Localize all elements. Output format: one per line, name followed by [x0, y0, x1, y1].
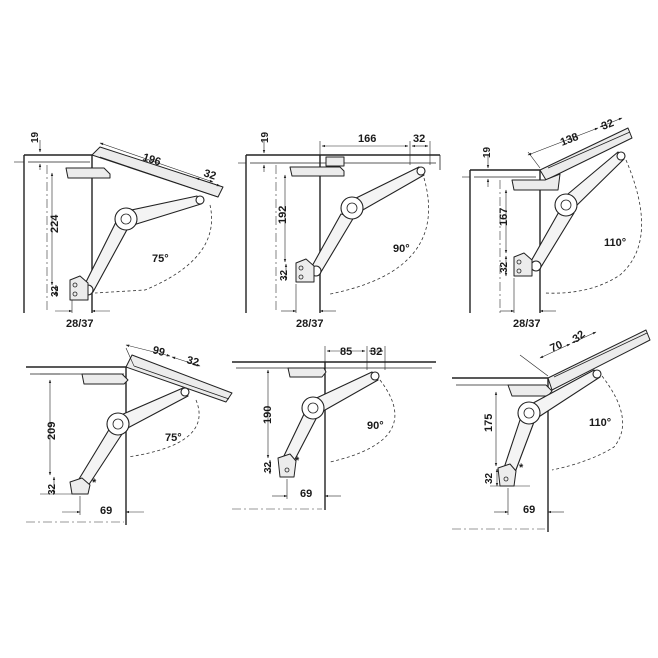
arm-offset-label: 32: [413, 133, 425, 145]
height-label: 224: [49, 214, 61, 233]
lid-stay-mechanism: [310, 166, 426, 277]
height-label: 175: [483, 414, 495, 432]
gap-label: 19: [30, 131, 41, 143]
arm-offset-label: 32: [600, 117, 616, 133]
width-label: 69: [300, 488, 312, 500]
width-label: 28/37: [513, 318, 541, 330]
bracket-label: 32: [484, 472, 495, 484]
cabinet-bracket: [69, 275, 89, 301]
note-asterisk: *: [92, 477, 97, 489]
bracket-label: 32: [50, 285, 61, 297]
cabinet-outline: [469, 169, 541, 313]
horizontal-label: 85: [340, 346, 352, 358]
angle-label: 75°: [152, 253, 169, 265]
cabinet-outline: [23, 154, 93, 313]
width-label: 69: [100, 505, 112, 517]
dimension-lines: [40, 344, 201, 515]
dimension-lines: [490, 331, 597, 515]
cabinet-outline: [232, 361, 436, 510]
cabinet-bracket: [295, 258, 315, 283]
horizontal-label: 166: [358, 133, 376, 145]
horizontal-label: 70: [548, 339, 564, 355]
angle-label: 90°: [367, 420, 384, 432]
height-label: 192: [277, 206, 289, 224]
bracket-label: 32: [263, 461, 274, 473]
lid-mounting-bracket: [511, 173, 561, 191]
horizontal-label: 196: [141, 151, 162, 168]
lid-mounting-bracket: [287, 367, 327, 378]
opening-arc: [127, 399, 200, 458]
opening-arc: [551, 375, 624, 471]
width-label: 28/37: [66, 318, 94, 330]
bracket-label: 32: [279, 269, 290, 281]
arm-offset-label: 32: [185, 354, 200, 369]
diagram-panel-f: 70 32 175 32 * 69 110°: [452, 328, 651, 532]
height-label: 167: [498, 208, 510, 226]
cabinet-bracket: [497, 463, 517, 487]
cabinet-bracket: [277, 453, 297, 478]
height-label: 190: [262, 406, 274, 424]
lid-stay-mechanism: [281, 371, 380, 469]
dimension-lines: [14, 140, 221, 313]
gap-label: 19: [482, 146, 493, 158]
opening-arc: [94, 204, 212, 294]
horizontal-label: 99: [151, 344, 166, 359]
note-asterisk: *: [295, 455, 300, 467]
angle-label: 110°: [604, 237, 626, 249]
bracket-label: 32: [47, 483, 58, 495]
note-asterisk: *: [519, 462, 524, 474]
gap-label: 19: [260, 131, 271, 143]
arm-offset-label: 32: [202, 167, 217, 182]
opening-arc: [329, 379, 396, 463]
horizontal-label: 138: [559, 131, 580, 149]
opening-arc: [544, 159, 642, 294]
diagram-panel-d: 99 32 209 32 * 69 75°: [26, 344, 233, 525]
cabinet-bracket: [69, 477, 91, 495]
angle-label: 90°: [393, 243, 410, 255]
arm-offset-label: 32: [370, 346, 382, 358]
arm-offset-label: 32: [570, 328, 587, 345]
lid-mounting-bracket: [81, 373, 129, 385]
bracket-label: 32: [499, 261, 510, 273]
diagram-panel-e: 85 32 190 32 * 69 90°: [232, 346, 436, 510]
dimension-lines: [266, 346, 386, 499]
cabinet-bracket: [513, 252, 533, 277]
lid-stay-mechanism: [529, 151, 626, 272]
diagram-panel-a: 19 196 32 224 32 28/37 75°: [14, 131, 224, 330]
lid-mounting-bracket: [289, 156, 345, 177]
dimension-lines: [238, 140, 431, 313]
lid-mounting-bracket: [65, 167, 111, 179]
width-label: 69: [523, 504, 535, 516]
opening-arc: [329, 177, 429, 295]
lid-panel: [125, 354, 233, 403]
angle-label: 75°: [165, 432, 182, 444]
lid-panel: [547, 329, 651, 391]
height-label: 209: [46, 422, 58, 440]
width-label: 28/37: [296, 318, 324, 330]
diagram-panel-c: 19 138 32 167 32 28/37 110°: [462, 117, 642, 330]
lid-stay-mechanism: [82, 195, 205, 296]
diagram-panel-b: 19 166 32 192 32 28/37 90°: [238, 131, 441, 330]
lid-mounting-bracket: [507, 384, 553, 397]
angle-label: 110°: [589, 417, 611, 429]
dimension-lines: [462, 117, 623, 313]
